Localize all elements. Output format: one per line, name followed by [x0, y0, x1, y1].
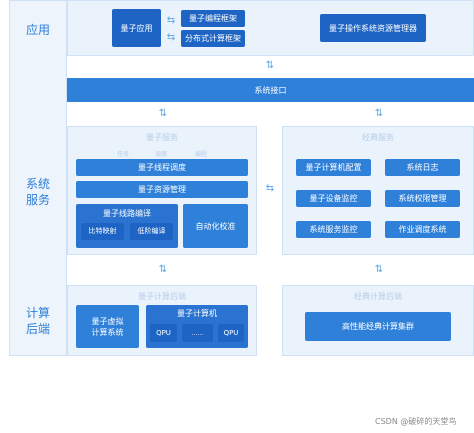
quantum-computer-title: 量子计算机: [177, 309, 217, 318]
low-level-compile-box: 低阶编译: [130, 223, 173, 240]
qpu-box: QPU: [218, 324, 244, 342]
small-label: 任务: [117, 151, 130, 158]
watermark: CSDN @破碎的天堂鸟: [375, 417, 457, 426]
classical-service-item: 量子设备监控: [296, 190, 371, 207]
thread-scheduling-box: 量子线程调度: [76, 159, 248, 176]
small-label: 编程: [195, 151, 208, 158]
layer-column: [9, 0, 67, 356]
up-down-arrow-icon: ⇅: [265, 60, 275, 71]
classical-service-title: 经典服务: [362, 133, 394, 142]
small-label: 调度: [155, 151, 168, 158]
os-resource-manager-box: 量子操作系统资源管理器: [320, 14, 426, 42]
virtual-computing-system-box: 量子虚拟 计算系统: [76, 305, 139, 348]
classical-service-item: 系统日志: [385, 159, 460, 176]
classical-service-item: 系统服务监控: [296, 221, 371, 238]
qpu-box: QPU: [150, 324, 177, 342]
auto-calibration-box: 自动化校准: [183, 204, 248, 248]
quantum-programming-framework-box: 量子编程框架: [181, 10, 245, 27]
bit-mapping-box: 比特映射: [81, 223, 124, 240]
circuit-compile-title: 量子线路编译: [103, 209, 151, 218]
classical-service-item: 量子计算机配置: [296, 159, 371, 176]
bidirectional-arrow-icon: ⇆: [166, 15, 176, 26]
bidirectional-arrow-icon: ⇆: [166, 32, 176, 43]
up-down-arrow-icon: ⇅: [158, 264, 168, 275]
resource-management-box: 量子资源管理: [76, 181, 248, 198]
classical-backend-title: 经典计算后端: [354, 292, 402, 301]
bidirectional-arrow-icon: ⇆: [265, 183, 275, 194]
layer-label-system-service: 系统 服务: [25, 177, 50, 207]
quantum-app-box: 量子应用: [112, 9, 161, 47]
classical-service-item: 系统权限管理: [385, 190, 460, 207]
system-interface-bar: 系统接口: [67, 78, 474, 102]
qpu-ellipsis-box: ......: [182, 324, 213, 342]
layer-label-application: 应用: [25, 23, 50, 37]
classical-service-item: 作业调度系统: [385, 221, 460, 238]
up-down-arrow-icon: ⇅: [158, 108, 168, 119]
up-down-arrow-icon: ⇅: [374, 264, 384, 275]
layer-label-compute-backend: 计算 后端: [25, 306, 50, 336]
quantum-backend-title: 量子计算后端: [138, 292, 186, 301]
hpc-cluster-box: 高性能经典计算集群: [305, 312, 451, 341]
up-down-arrow-icon: ⇅: [374, 108, 384, 119]
quantum-service-title: 量子服务: [146, 133, 178, 142]
distributed-computing-framework-box: 分布式计算框架: [181, 30, 245, 47]
